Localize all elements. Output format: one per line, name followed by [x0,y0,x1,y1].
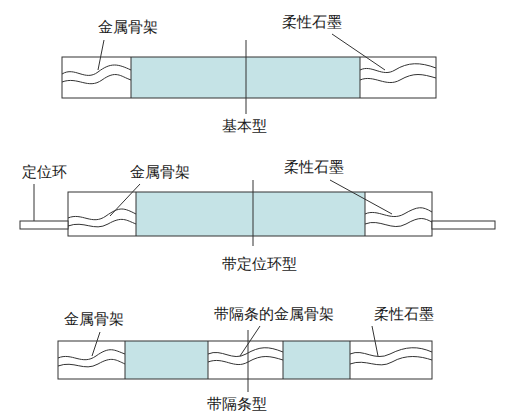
part-label: 柔性石墨 [374,305,434,323]
part-label: 金属骨架 [98,18,158,36]
part-label: 定位环 [22,163,67,181]
part-label: 金属骨架 [130,163,190,181]
type-caption: 带定位环型 [222,255,297,273]
part-label: 柔性石墨 [282,13,342,31]
part-label: 金属骨架 [64,310,124,328]
type-caption: 带隔条型 [207,395,267,413]
part-label: 柔性石墨 [284,158,344,176]
part-label: 带隔条的金属骨架 [214,305,334,323]
type-caption: 基本型 [222,117,267,135]
